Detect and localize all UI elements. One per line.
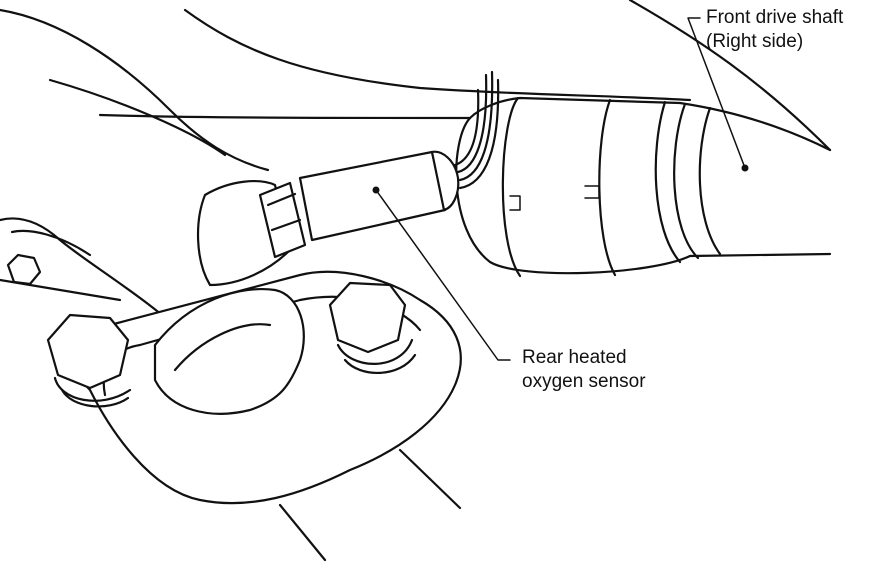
flange-bolt-left — [46, 313, 132, 408]
rear-heated-oxygen-sensor — [258, 70, 500, 259]
rear-sensor-label: Rear heated oxygen sensor — [522, 346, 646, 394]
front-drive-shaft — [455, 96, 832, 278]
front-drive-shaft-label-line2: (Right side) — [706, 31, 804, 52]
leader-lines — [278, 17, 749, 562]
rear-sensor-label-line2: oxygen sensor — [522, 371, 646, 392]
front-drive-shaft-label: Front drive shaft (Right side) — [706, 6, 843, 54]
flange-bolt-right — [328, 281, 417, 374]
vehicle-body-lines — [0, 0, 832, 172]
front-drive-shaft-label-line1: Front drive shaft — [706, 7, 844, 28]
small-bolt — [6, 253, 42, 286]
rear-sensor-label-line1: Rear heated — [522, 347, 627, 368]
